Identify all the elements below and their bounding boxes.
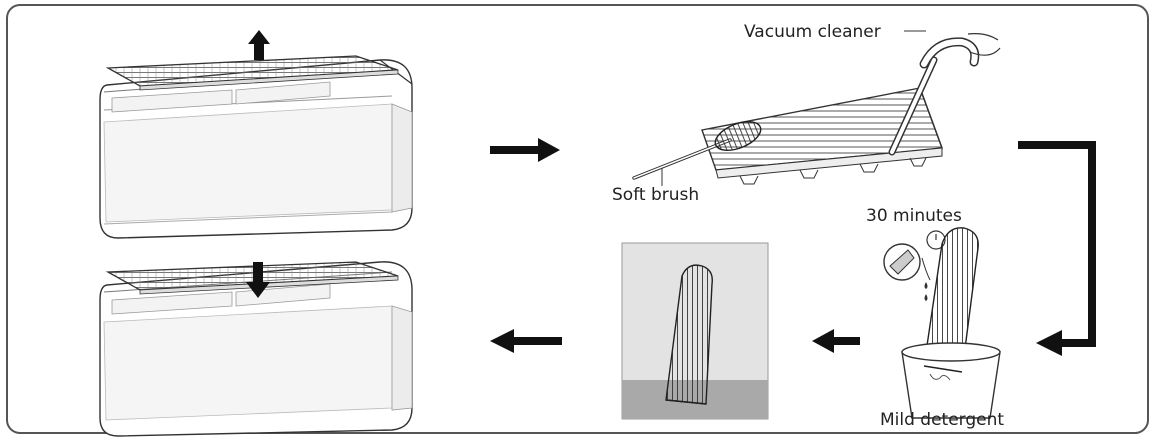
arrow-left-icon (812, 329, 860, 353)
arrow-elbow-down-left-icon (1018, 141, 1096, 356)
filter-soaking-detergent: 30 minutes Mild detergent (866, 206, 1004, 430)
ac-front-panel (103, 103, 393, 223)
arrow-corner-down-icon (1018, 141, 1096, 351)
arrow-right-icon (490, 138, 560, 162)
insert-down-arrow-icon (246, 262, 270, 298)
filter-drying (621, 242, 769, 420)
ac-unit-filter-reinstall (99, 261, 413, 437)
soft-brush-label: Soft brush (612, 185, 699, 205)
filter-cleaning-vacuum-brush: Vacuum cleaner Soft brush (612, 22, 1001, 205)
soak-time-label: 30 minutes (866, 206, 962, 226)
lift-up-arrow-icon (248, 30, 270, 60)
vacuum-cleaner-label: Vacuum cleaner (744, 22, 881, 42)
detergent-bucket (901, 351, 1001, 419)
filter-soaking (923, 227, 979, 373)
ac-front-panel (103, 305, 393, 421)
ac-unit-filter-removal (99, 30, 413, 239)
arrow-left-icon (490, 329, 562, 353)
soft-brush (632, 120, 762, 180)
filter-drying-upright (665, 264, 713, 405)
vacuum-cleaner (888, 33, 1001, 156)
mild-detergent-label: Mild detergent (880, 410, 1004, 430)
